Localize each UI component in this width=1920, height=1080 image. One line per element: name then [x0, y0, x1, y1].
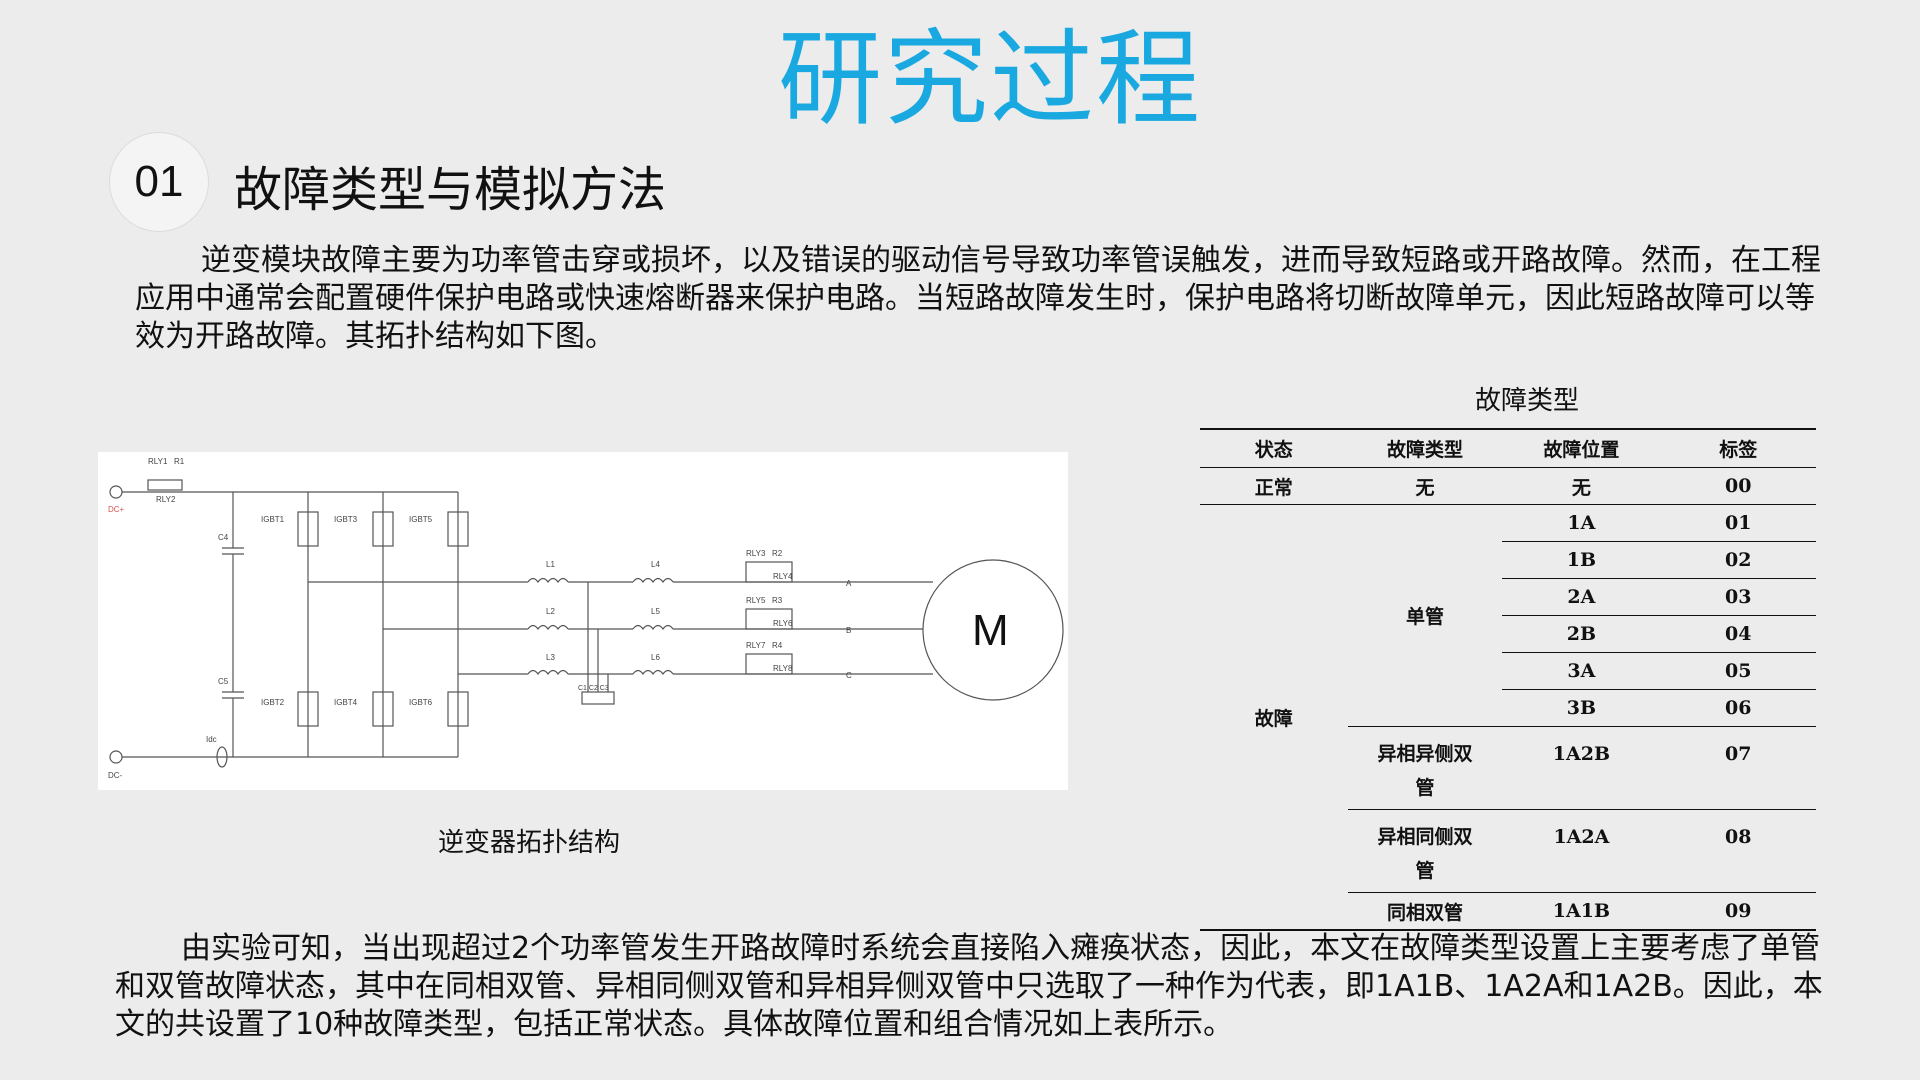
label-l2: L2 — [546, 607, 555, 616]
label-r1: R1 — [174, 457, 185, 466]
intro-paragraph-text: 逆变模块故障主要为功率管击穿或损坏，以及错误的驱动信号导致功率管误触发，进而导致… — [135, 243, 1821, 354]
cell-double-type: 异相同侧双管 — [1347, 809, 1503, 893]
cell-label: 01 — [1660, 504, 1816, 542]
cell-label: 03 — [1660, 578, 1816, 616]
label-rly4: RLY4 — [773, 572, 793, 581]
label-rly7: RLY7 — [746, 641, 766, 650]
table-row: 故障 单管 1A 01 — [1200, 504, 1816, 931]
label-igbt1: IGBT1 — [261, 515, 285, 524]
label-igbt4: IGBT4 — [334, 698, 358, 707]
label-rly5: RLY5 — [746, 596, 766, 605]
table-title: 故障类型 — [1475, 386, 1580, 416]
cell-position: 1B — [1502, 541, 1661, 579]
header-state: 状态 — [1200, 428, 1348, 468]
label-rly1: RLY1 — [148, 457, 168, 466]
table-row: 2A 03 — [1200, 578, 1816, 616]
label-igbt3: IGBT3 — [334, 515, 358, 524]
cell-label: 07 — [1660, 726, 1816, 810]
cell-normal-position: 无 — [1502, 467, 1661, 505]
label-l1: L1 — [546, 560, 555, 569]
label-rly2: RLY2 — [156, 495, 176, 504]
label-motor: M — [972, 606, 1009, 655]
label-igbt2: IGBT2 — [261, 698, 285, 707]
label-igbt6: IGBT6 — [409, 698, 433, 707]
cell-single-type: 单管 — [1347, 504, 1503, 727]
table-header-row: 状态 故障类型 故障位置 标签 — [1200, 428, 1816, 468]
header-label: 标签 — [1660, 428, 1816, 468]
label-dc-plus: DC+ — [108, 505, 125, 514]
label-igbt5: IGBT5 — [409, 515, 433, 524]
conclusion-paragraph-text: 由实验可知，当出现超过2个功率管发生开路故障时系统会直接陷入瘫痪状态，因此，本文… — [115, 931, 1823, 1042]
cell-position: 2A — [1502, 578, 1661, 616]
label-idc: Idc — [206, 735, 217, 744]
table-row: 异相同侧双管 1A2A 08 — [1200, 809, 1816, 893]
label-c4: C4 — [218, 533, 229, 542]
cell-position: 1A2B — [1502, 726, 1661, 810]
section-number-badge: 01 — [109, 132, 209, 232]
label-r4: R4 — [772, 641, 783, 650]
label-phase-a: A — [846, 579, 852, 588]
cell-double-type: 异相异侧双管 — [1347, 726, 1503, 810]
cell-double-type-text: 异相异侧双管 — [1377, 743, 1473, 799]
label-l3: L3 — [546, 653, 555, 662]
cell-position: 3B — [1502, 689, 1661, 727]
cell-label: 06 — [1660, 689, 1816, 727]
label-dc-minus: DC- — [108, 771, 123, 780]
label-r3: R3 — [772, 596, 783, 605]
cell-normal-type: 无 — [1347, 467, 1503, 505]
cell-position: 2B — [1502, 615, 1661, 653]
cell-double-type-text: 异相同侧双管 — [1377, 826, 1473, 882]
table-row-normal: 正常 无 无 00 — [1200, 467, 1816, 505]
cell-fault-state: 故障 — [1200, 504, 1348, 931]
intro-paragraph: 逆变模块故障主要为功率管击穿或损坏，以及错误的驱动信号导致功率管误触发，进而导致… — [135, 242, 1835, 356]
table-row: 同相双管 1A1B 09 — [1200, 892, 1816, 931]
cell-label: 02 — [1660, 541, 1816, 579]
label-l4: L4 — [651, 560, 660, 569]
cell-position: 1A — [1502, 504, 1661, 542]
cell-label: 09 — [1660, 892, 1816, 931]
inverter-topology-diagram: DC+ DC- RLY1 R1 RLY2 C4 C5 Idc IGBT1 IGB… — [98, 452, 1068, 790]
table-row: 1B 02 — [1200, 541, 1816, 579]
conclusion-paragraph: 由实验可知，当出现超过2个功率管发生开路故障时系统会直接陷入瘫痪状态，因此，本文… — [115, 930, 1835, 1044]
header-fault-type: 故障类型 — [1347, 428, 1503, 468]
cell-label: 08 — [1660, 809, 1816, 893]
cell-position: 1A2A — [1502, 809, 1661, 893]
label-phase-b: B — [846, 626, 851, 635]
label-rly3: RLY3 — [746, 549, 766, 558]
cell-position: 1A1B — [1502, 892, 1661, 931]
fault-type-table: 状态 故障类型 故障位置 标签 正常 无 无 00 故障 单管 1A 01 1B… — [1200, 428, 1816, 931]
label-phase-c: C — [846, 671, 852, 680]
label-c5: C5 — [218, 677, 229, 686]
cell-label: 04 — [1660, 615, 1816, 653]
slide-title: 研究过程 — [777, 18, 1202, 140]
cell-normal-state: 正常 — [1200, 467, 1348, 505]
cell-normal-label: 00 — [1660, 467, 1816, 505]
table-row: 3A 05 — [1200, 652, 1816, 690]
table-row: 异相异侧双管 1A2B 07 — [1200, 726, 1816, 810]
label-rly6: RLY6 — [773, 619, 793, 628]
label-r2: R2 — [772, 549, 783, 558]
label-l5: L5 — [651, 607, 660, 616]
label-rly8: RLY8 — [773, 664, 793, 673]
cell-label: 05 — [1660, 652, 1816, 690]
table-row: 3B 06 — [1200, 689, 1816, 727]
section-heading: 故障类型与模拟方法 — [234, 162, 667, 218]
figure-caption: 逆变器拓扑结构 — [438, 828, 621, 858]
table-row: 2B 04 — [1200, 615, 1816, 653]
cell-double-type: 同相双管 — [1347, 892, 1503, 931]
header-fault-position: 故障位置 — [1502, 428, 1661, 468]
label-filter-caps: C1 C2 C3 — [578, 685, 609, 692]
cell-position: 3A — [1502, 652, 1661, 690]
label-l6: L6 — [651, 653, 660, 662]
